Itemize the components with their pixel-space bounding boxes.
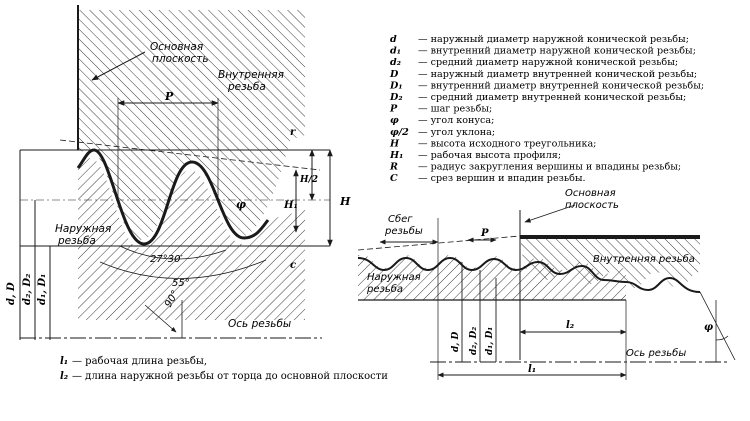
legend-symbol: φ/2 xyxy=(390,127,409,138)
legend-text: — угол конуса; xyxy=(418,115,494,126)
left-flank-line xyxy=(59,139,321,171)
runout-label-2: резьбы xyxy=(384,225,423,237)
right-dim-dD-label: d, D xyxy=(451,331,461,352)
left-angle-27-label: 27°30′ xyxy=(150,254,183,265)
right-dim-d2D2-label: d₂, D₂ xyxy=(469,327,479,355)
legend-text: — рабочая высота профиля; xyxy=(418,150,561,161)
left-pitch-label: P xyxy=(164,90,174,103)
right-phi-slant xyxy=(699,291,736,361)
legend-text: — радиус закругления вершины и впадины р… xyxy=(418,162,681,173)
dim-H-label: H xyxy=(339,195,351,208)
right-internal-outline xyxy=(520,235,700,239)
legend-symbol: d₂ xyxy=(390,57,401,68)
legend-text: — внутренний диаметр внутренней коническ… xyxy=(418,80,704,91)
dim-Hhalf-label: H/2 xyxy=(299,175,318,185)
right-internal-label: Внутренняя резьба xyxy=(593,253,695,265)
dim-r-label: r xyxy=(290,127,296,138)
right-pitch-label: P xyxy=(480,228,489,239)
legend-text: — средний диаметр наружной конической ре… xyxy=(418,57,678,68)
right-phi-label: φ xyxy=(704,322,713,333)
dim-dD-label: d, D xyxy=(6,282,17,305)
legend-symbol: D xyxy=(389,69,399,80)
legend-text: — средний диаметр внутренней конической … xyxy=(418,92,686,103)
legend-text: — высота исходного треугольника; xyxy=(418,138,596,149)
footnote-sym-1: l₁ xyxy=(60,356,68,367)
right-basic-plane-label-2: плоскость xyxy=(565,200,619,211)
legend-text: — срез вершин и впадин резьбы. xyxy=(418,173,586,184)
footnote-sym-2: l₂ xyxy=(60,371,69,382)
left-external-label-2: резьба xyxy=(57,235,96,247)
right-external-label-1: Наружная xyxy=(367,272,421,283)
left-basic-plane-label-2: плоскость xyxy=(152,53,209,65)
left-internal-label-2: резьба xyxy=(227,81,266,93)
right-axis-label: Ось резьбы xyxy=(626,347,686,359)
legend-text: — наружный диаметр наружной конической р… xyxy=(418,34,689,45)
dim-H1-label: H₁ xyxy=(283,200,298,211)
legend-symbol: P xyxy=(389,104,398,115)
left-internal-label-1: Внутренняя xyxy=(218,69,284,81)
angle-arc-27 xyxy=(119,245,227,260)
legend-symbol: H xyxy=(389,138,400,149)
left-phi-label: φ xyxy=(236,198,246,211)
legend-symbol: D₂ xyxy=(389,92,403,103)
legend-symbol: φ xyxy=(390,115,399,126)
angle-arc-55 xyxy=(99,259,267,279)
right-external-label-2: резьба xyxy=(366,283,403,295)
footnote-text-2: — длина наружной резьбы от торца до осно… xyxy=(72,371,388,382)
right-dim-d1D1-label: d₁, D₁ xyxy=(485,327,495,355)
right-basic-plane-leader xyxy=(524,204,576,223)
right-top-line xyxy=(357,235,521,251)
dim-l2-label: l₂ xyxy=(566,320,575,331)
legend-text: — угол уклона; xyxy=(418,127,495,138)
right-thread-figure xyxy=(357,204,736,380)
internal-thread-section xyxy=(78,10,305,240)
left-basic-plane-label-1: Основная xyxy=(150,41,203,53)
legend-symbol: C xyxy=(390,173,398,184)
legend-symbol: R xyxy=(389,162,398,173)
legend: d — наружный диаметр наружной конической … xyxy=(389,34,704,184)
dim-c-label: c xyxy=(290,260,296,271)
right-external-section xyxy=(358,255,626,300)
right-basic-plane-label-1: Основная xyxy=(565,188,616,199)
legend-text: — наружный диаметр внутренней конической… xyxy=(418,69,697,80)
external-thread-section xyxy=(78,158,305,320)
left-angle-55-label: 55° xyxy=(172,278,190,289)
right-thread-profile xyxy=(357,256,701,293)
legend-symbol: d₁ xyxy=(390,46,401,57)
legend-symbol: H₁ xyxy=(389,150,403,161)
legend-text: — шаг резьбы; xyxy=(418,104,492,115)
angle-90-arrow xyxy=(144,304,177,333)
legend-text: — внутренний диаметр наружной конической… xyxy=(418,46,696,57)
footnote-text-1: — рабочая длина резьбы, xyxy=(72,356,207,367)
legend-symbol: D₁ xyxy=(389,80,403,91)
right-phi-arc xyxy=(715,335,729,341)
runout-label-1: Сбег xyxy=(388,213,413,225)
left-external-label-1: Наружная xyxy=(55,223,111,235)
right-internal-section xyxy=(520,235,700,288)
legend-symbol: d xyxy=(390,34,397,45)
left-thread-figure xyxy=(19,5,333,340)
left-axis-label: Ось резьбы xyxy=(228,318,291,330)
basic-plane-leader xyxy=(91,51,146,81)
dim-l1-label: l₁ xyxy=(528,364,536,375)
dim-d2D2-label: d₂, D₂ xyxy=(22,273,33,305)
dim-d1D1-label: d₁, D₁ xyxy=(37,274,48,305)
